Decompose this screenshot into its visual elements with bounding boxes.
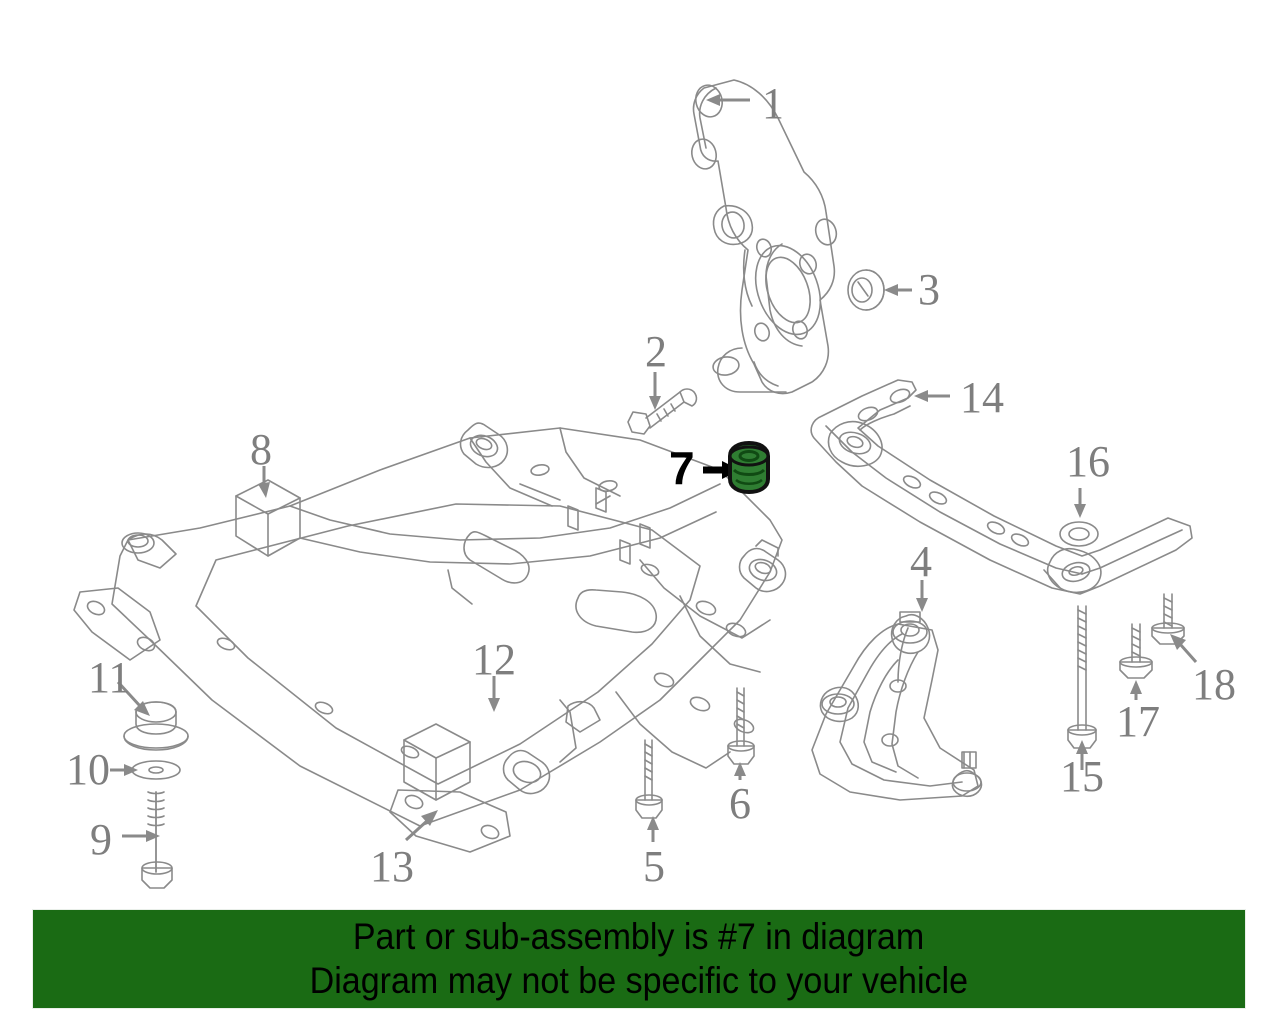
- callout-number-1: 1: [762, 79, 784, 128]
- part-subframe-bolt-long: [635, 739, 663, 819]
- callout-leaders: [110, 94, 1198, 842]
- callout-number-6: 6: [729, 779, 751, 828]
- part-lower-control-arm: [811, 611, 983, 801]
- part-subframe-mount-stack: [123, 701, 189, 889]
- disclaimer-banner: Part or sub-assembly is #7 in diagram Di…: [33, 910, 1245, 1008]
- part-subframe-bolt-short: [727, 687, 755, 765]
- callout-number-5: 5: [643, 842, 665, 891]
- callout-number-17: 17: [1116, 697, 1160, 746]
- part-brace-bolt-medium: [1119, 623, 1153, 679]
- callout-number-16: 16: [1066, 437, 1110, 486]
- callout-number-2: 2: [645, 327, 667, 376]
- part-brace-washer: [1059, 521, 1099, 547]
- callout-number-10: 10: [66, 745, 110, 794]
- callout-number-14: 14: [960, 373, 1004, 422]
- callout-number-9: 9: [90, 815, 112, 864]
- callout-number-7: 7: [669, 442, 695, 494]
- part-brace-bolt-long: [1067, 605, 1097, 749]
- callout-number-11: 11: [88, 653, 131, 702]
- callout-number-13: 13: [370, 842, 414, 891]
- callout-number-18: 18: [1192, 660, 1236, 709]
- part-front-suspension-subframe: [73, 422, 787, 853]
- part-knuckle-bolt: [627, 388, 698, 435]
- callout-number-15: 15: [1060, 752, 1104, 801]
- part-brace-bolt-short: [1151, 593, 1185, 645]
- banner-line-part-number: Part or sub-assembly is #7 in diagram: [353, 916, 925, 957]
- callout-number-12: 12: [472, 635, 516, 684]
- washer-10: [131, 760, 181, 780]
- callout-number-4: 4: [910, 537, 932, 586]
- banner-line-disclaimer: Diagram may not be specific to your vehi…: [309, 960, 969, 1001]
- highlight-callout-7: [703, 440, 770, 495]
- callout-number-8: 8: [250, 425, 272, 474]
- part-steering-knuckle: [691, 79, 838, 395]
- highlighted-part-7-bushing-nut: [728, 440, 770, 495]
- part-suspension-member-brace: [810, 379, 1193, 595]
- part-wheel-hub-nut: [847, 269, 885, 311]
- callout-number-3: 3: [918, 265, 940, 314]
